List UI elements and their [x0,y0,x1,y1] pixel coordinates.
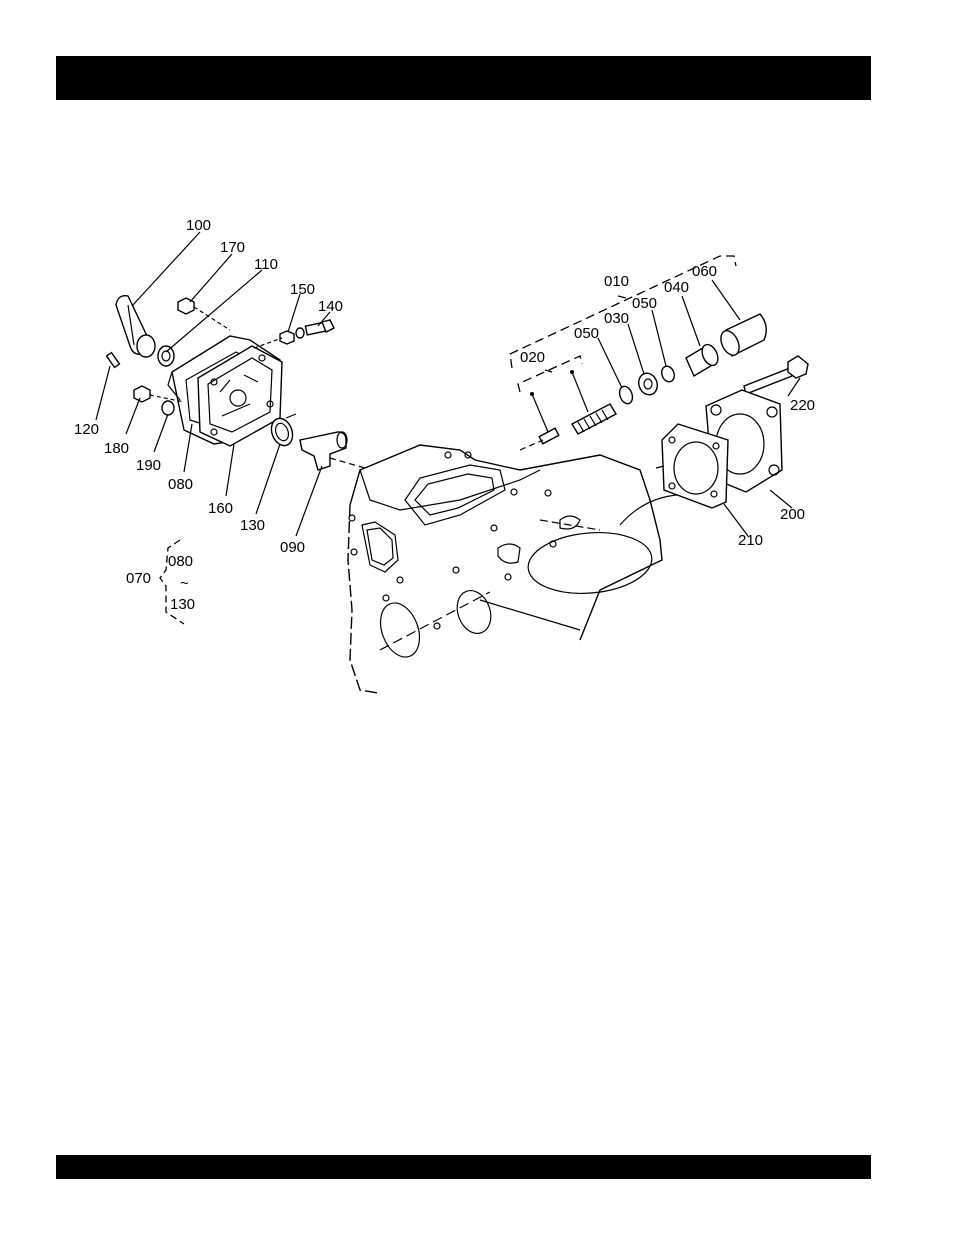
callout-050-upper: 050 [632,295,657,312]
callout-160: 160 [208,500,233,517]
callout-150: 150 [290,281,315,298]
callout-170: 170 [220,239,245,256]
callout-020: 020 [520,349,545,366]
left-assembly [107,296,365,470]
callout-090: 090 [280,539,305,556]
callout-040: 040 [664,279,689,296]
group-070-label: 070 [126,570,151,587]
callout-080: 080 [168,476,193,493]
callout-140: 140 [318,298,343,315]
callout-200: 200 [780,506,805,523]
callout-190: 190 [136,457,161,474]
callout-180: 180 [104,440,129,457]
callout-210: 210 [738,532,763,549]
group-070-bracket: 070 080 ~ 130 [126,540,195,624]
callout-060: 060 [692,263,717,280]
group-070-top: 080 [168,553,193,570]
callout-100: 100 [186,217,211,234]
callout-010: 010 [604,273,629,290]
callout-120: 120 [74,421,99,438]
engine-block [348,445,712,693]
callout-110: 110 [254,256,278,273]
group-070-bottom: 130 [170,596,195,613]
callout-220: 220 [790,397,815,414]
group-070-tilde: ~ [180,575,189,592]
callout-130: 130 [240,517,265,534]
callout-030: 030 [604,310,629,327]
shaft-090 [300,432,346,470]
callout-050-lower: 050 [574,325,599,342]
